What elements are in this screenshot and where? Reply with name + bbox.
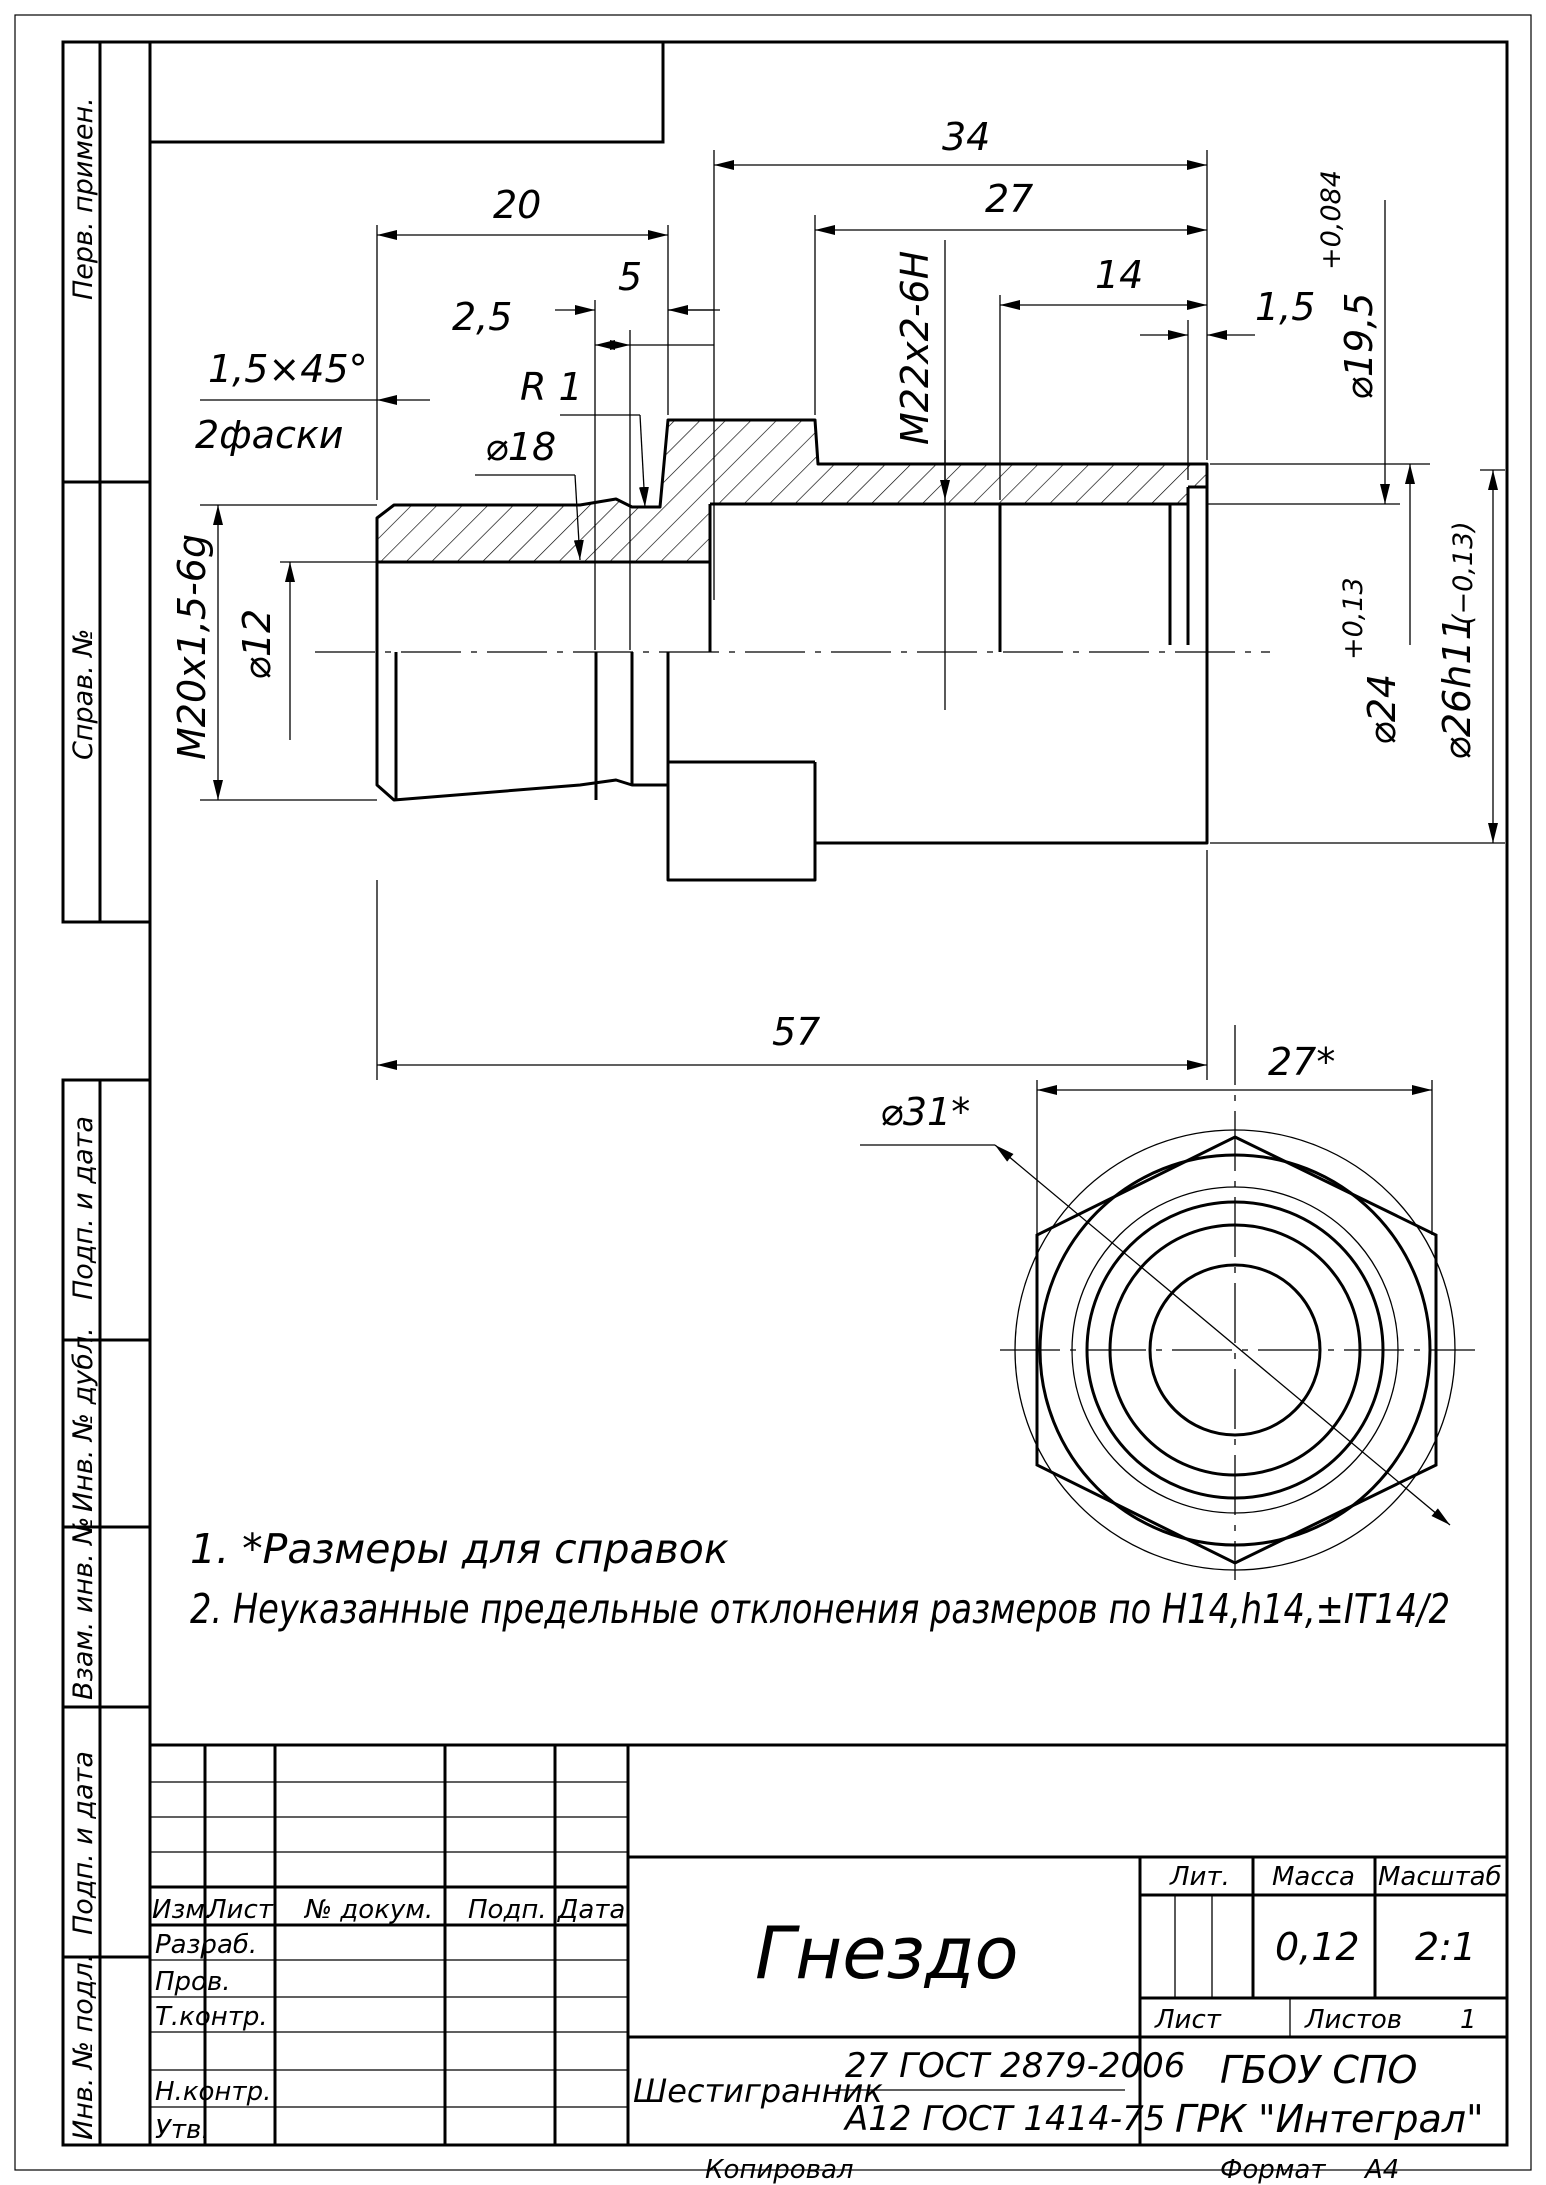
footer-copied: Копировал	[705, 2155, 854, 2185]
sheets-value: 1	[1460, 2005, 1477, 2035]
part-front-view	[315, 240, 1270, 882]
dim-chamfer-note: 2фаски	[195, 413, 344, 457]
side-stamp	[61, 40, 152, 2147]
role-prov: Пров.	[155, 1967, 231, 1997]
dim-thread-inner: M22x2-6H	[893, 251, 937, 445]
label-perv-primen: Перв. примен.	[68, 97, 99, 300]
dim-phi18: ⌀18	[485, 425, 556, 469]
frame	[14, 14, 1532, 2171]
mass-value: 0,12	[1275, 1925, 1360, 1969]
hdr-data: Дата	[557, 1895, 625, 1925]
dimension-lines	[200, 150, 1505, 1526]
footer: Копировал Формат А4	[705, 2155, 1399, 2185]
part-side-view	[1000, 1025, 1475, 1580]
part-name: Гнездо	[755, 1911, 1019, 1995]
dim-34: 34	[942, 115, 990, 159]
dim-thread-outer: M20x1,5-6g	[170, 534, 214, 760]
org-line-1: ГБОУ СПО	[1220, 2048, 1417, 2092]
hdr-doc-no: № докум.	[303, 1895, 433, 1925]
label-podp-data-1: Подп. и дата	[68, 1116, 99, 1300]
material-bottom: А12 ГОСТ 1414-75	[843, 2099, 1165, 2139]
hdr-podp: Подп.	[468, 1895, 547, 1925]
role-nkontr: Н.контр.	[155, 2077, 271, 2107]
lit-label: Лит.	[1169, 1862, 1230, 1892]
sheet-label: Лист	[1154, 2005, 1222, 2035]
dim-5: 5	[618, 255, 642, 299]
footer-format-value: А4	[1363, 2155, 1399, 2185]
dim-phi31: ⌀31*	[880, 1090, 970, 1134]
scale-label: Масштаб	[1378, 1862, 1502, 1892]
dim-phi19-5-tol: +0,084	[1316, 170, 1347, 270]
dimension-texts: 34 27 20 14 5 2,5 1,5 1,5×45° 2фаски R 1…	[170, 115, 1479, 1134]
mass-label: Масса	[1272, 1862, 1355, 1892]
hdr-izm: Изм.	[152, 1895, 213, 1925]
role-tkontr: Т.контр.	[155, 2002, 268, 2032]
hdr-list: Лист	[206, 1895, 274, 1925]
side-stamp-labels: Перв. примен. Справ. № Подп. и дата Инв.…	[68, 97, 99, 2140]
dim-1-5: 1,5	[1255, 285, 1315, 329]
dim-phi24: ⌀24	[1360, 674, 1404, 745]
label-vzam-inv: Взам. инв. №	[68, 1517, 99, 1700]
label-inv-podl: Инв. № подл.	[68, 1954, 99, 2140]
dim-27: 27	[985, 177, 1033, 221]
dim-phi26: ⌀26h11	[1435, 616, 1479, 760]
scale-value: 2:1	[1415, 1925, 1476, 1969]
label-sprav-no: Справ. №	[68, 629, 99, 760]
dim-phi26-tol: (−0,13)	[1448, 521, 1479, 625]
sheets-label: Листов	[1304, 2005, 1402, 2035]
dim-phi12: ⌀12	[235, 609, 279, 680]
label-inv-dubl: Инв. № дубл.	[68, 1327, 99, 1512]
role-utv: Утв.	[155, 2115, 210, 2145]
material-top: 27 ГОСТ 2879-2006	[845, 2046, 1185, 2086]
section-hatch	[377, 420, 1207, 562]
material-prefix: Шестигранник	[633, 2072, 883, 2110]
dim-phi19-5: ⌀19,5	[1337, 293, 1381, 401]
notes: 1. *Размеры для справок 2. Неуказанные п…	[190, 1525, 1450, 1633]
title-block-texts: Изм. Лист № докум. Подп. Дата Разраб. Пр…	[152, 1862, 1502, 2145]
dim-r1: R 1	[520, 365, 583, 409]
dim-20: 20	[493, 183, 541, 227]
role-razrab: Разраб.	[155, 1930, 257, 1960]
org-line-2: ГРК "Интеграл"	[1175, 2097, 1484, 2141]
footer-format-label: Формат	[1220, 2155, 1326, 2185]
dim-phi24-tol: +0,13	[1338, 577, 1369, 660]
dim-2-5: 2,5	[452, 295, 512, 339]
dim-chamfer: 1,5×45°	[208, 347, 368, 391]
note-2: 2. Неуказанные предельные отклонения раз…	[190, 1585, 1450, 1633]
title-block	[150, 1743, 1507, 2145]
dim-14: 14	[1095, 253, 1143, 297]
dim-27-star: 27*	[1268, 1040, 1335, 1084]
note-1: 1. *Размеры для справок	[190, 1525, 729, 1573]
label-podp-data-2: Подп. и дата	[68, 1751, 99, 1935]
dim-57: 57	[772, 1010, 820, 1054]
